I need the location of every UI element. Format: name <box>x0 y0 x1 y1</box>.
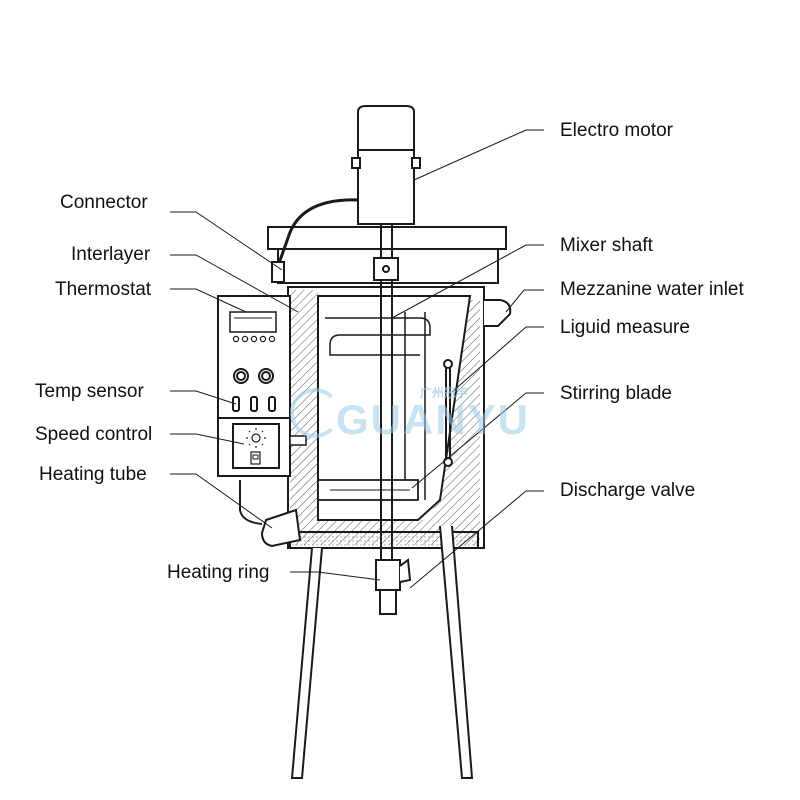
label-connector: Connector <box>60 192 148 213</box>
label-thermostat: Thermostat <box>55 279 152 300</box>
label-speed-control: Speed control <box>35 424 153 445</box>
label-mixer-shaft: Mixer shaft <box>560 235 653 256</box>
label-heating-ring: Heating ring <box>167 562 270 583</box>
discharge-valve <box>375 558 412 615</box>
label-temp-sensor: Temp sensor <box>35 381 144 402</box>
tank-body <box>287 286 485 549</box>
watermark-cjk: 广州冠宇 <box>420 386 469 400</box>
liquid-measure-tube <box>443 359 453 467</box>
legs <box>290 525 474 779</box>
mixer-shaft <box>373 224 399 570</box>
watermark-brand: GUANYU <box>336 396 531 443</box>
label-discharge-valve: Discharge valve <box>560 480 696 501</box>
electro-motor <box>351 105 421 225</box>
label-stirring-blade: Stirring blade <box>560 383 672 404</box>
label-liquid-measure: Liguid measure <box>560 317 690 338</box>
connector-plug <box>271 261 285 283</box>
watermark-logo-icon <box>290 388 340 438</box>
heating-tube <box>239 480 302 548</box>
water-inlet-pipe <box>484 299 512 327</box>
label-heating-tube: Heating tube <box>39 464 147 485</box>
connector-cable <box>276 198 359 267</box>
label-electro-motor: Electro motor <box>560 120 673 141</box>
label-interlayer: Interlayer <box>71 244 151 265</box>
control-box <box>217 295 307 477</box>
label-mezzanine-water-inlet: Mezzanine water inlet <box>560 279 744 300</box>
leader-lines <box>170 129 544 589</box>
